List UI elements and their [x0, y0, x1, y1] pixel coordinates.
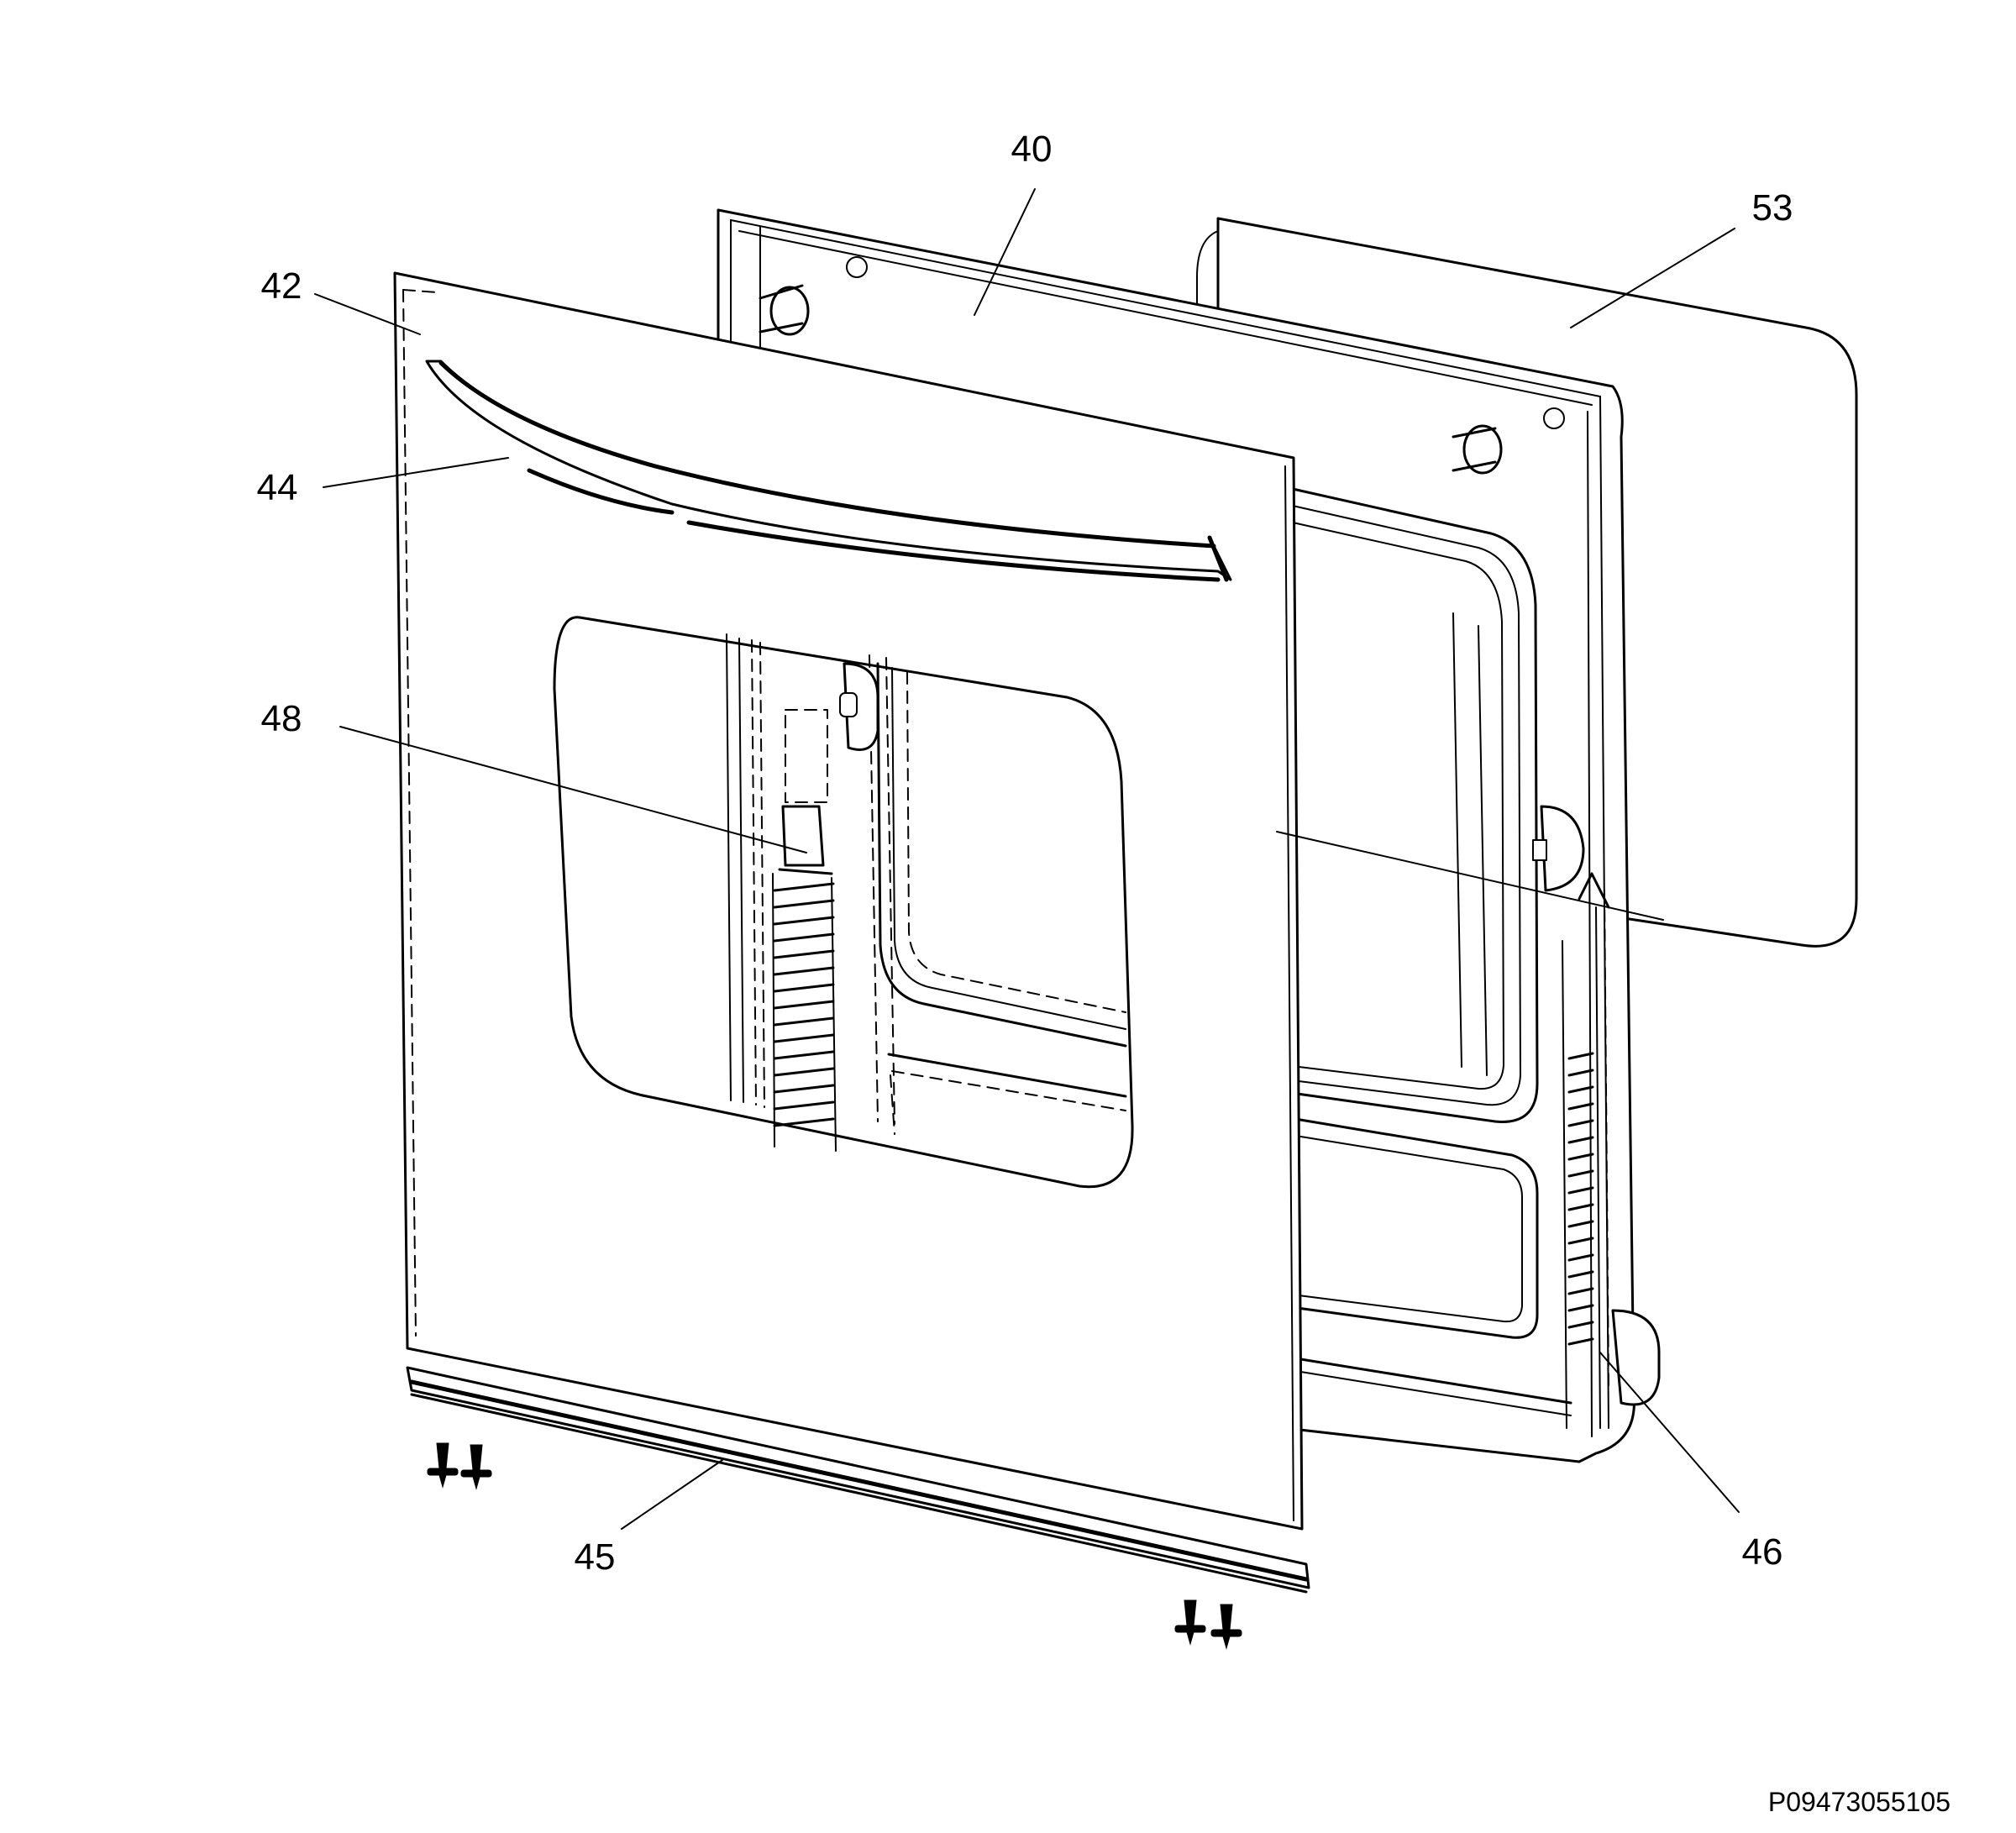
callout-48: 48	[261, 698, 302, 739]
callout-40: 40	[1011, 129, 1053, 170]
screws-right	[1174, 1599, 1242, 1650]
leader-42	[314, 293, 421, 335]
leader-40	[974, 188, 1036, 316]
hinge-spring	[772, 709, 837, 1152]
front-glass-panel	[393, 271, 1304, 1531]
leader-45	[621, 1459, 723, 1530]
callout-46: 46	[1742, 1531, 1783, 1573]
bottom-trim-strip	[406, 1366, 1310, 1594]
leader-46	[1599, 1352, 1740, 1513]
callout-45: 45	[575, 1536, 616, 1578]
right-hinge-spring	[1562, 872, 1661, 1429]
leader-53-through	[1276, 831, 1664, 921]
leader-lines	[314, 188, 1740, 1530]
leader-44	[323, 457, 509, 488]
door-handle	[425, 360, 1232, 582]
leader-48	[339, 726, 807, 853]
drawing-code: P09473055105	[1768, 1787, 1950, 1817]
callout-53: 53	[1752, 187, 1793, 228]
screws-left	[427, 1442, 492, 1490]
callout-42: 42	[261, 265, 302, 307]
callout-44: 44	[257, 467, 298, 508]
leader-53	[1570, 228, 1735, 328]
